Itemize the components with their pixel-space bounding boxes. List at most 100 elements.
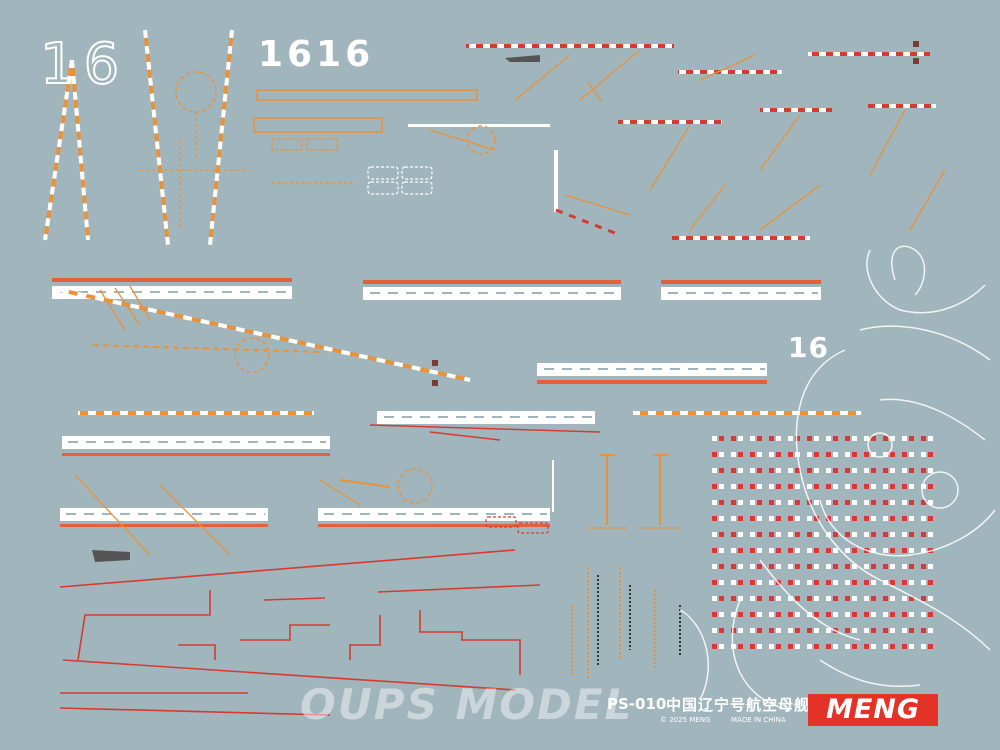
tick-mark xyxy=(719,532,724,537)
tick-mark xyxy=(864,580,869,585)
tick-mark xyxy=(795,436,800,441)
tick-mark xyxy=(731,468,736,473)
tick-mark xyxy=(807,436,812,441)
tick-mark xyxy=(769,564,774,569)
tick-mark xyxy=(776,500,781,505)
tick-mark xyxy=(788,644,793,649)
tick-mark xyxy=(712,644,717,649)
tick-mark xyxy=(788,532,793,537)
tick-mark xyxy=(921,548,926,553)
tick-mark xyxy=(845,580,850,585)
tick-mark xyxy=(738,468,743,473)
tick-mark xyxy=(826,580,831,585)
tick-mark xyxy=(928,628,933,633)
tick-mark xyxy=(795,548,800,553)
tick-mark xyxy=(890,548,895,553)
tick-mark xyxy=(776,644,781,649)
tick-mark xyxy=(738,500,743,505)
tick-mark xyxy=(833,532,838,537)
angled-deck-line xyxy=(59,285,471,386)
tick-mark xyxy=(909,548,914,553)
tick-mark xyxy=(833,612,838,617)
tick-mark xyxy=(795,532,800,537)
tick-mark xyxy=(788,468,793,473)
tick-mark xyxy=(864,468,869,473)
tick-mark xyxy=(738,516,743,521)
tick-mark xyxy=(712,532,717,537)
tick-mark xyxy=(776,516,781,521)
tick-mark xyxy=(890,612,895,617)
tick-mark xyxy=(845,532,850,537)
tick-mark xyxy=(845,484,850,489)
tick-mark xyxy=(928,516,933,521)
tick-mark xyxy=(731,596,736,601)
tick-mark xyxy=(712,436,717,441)
tick-mark xyxy=(807,644,812,649)
tick-mark xyxy=(738,580,743,585)
tick-mark xyxy=(852,468,857,473)
tick-mark xyxy=(795,644,800,649)
tick-mark xyxy=(750,500,755,505)
tick-mark xyxy=(921,628,926,633)
tick-mark xyxy=(902,628,907,633)
tick-mark xyxy=(871,628,876,633)
mascot-outline xyxy=(679,245,996,711)
tick-mark xyxy=(719,548,724,553)
tick-mark xyxy=(814,644,819,649)
tick-mark xyxy=(902,580,907,585)
tick-mark xyxy=(890,596,895,601)
tick-mark xyxy=(712,548,717,553)
tick-mark xyxy=(776,596,781,601)
tick-mark xyxy=(750,628,755,633)
tick-mark xyxy=(845,564,850,569)
tick-mark xyxy=(757,580,762,585)
tick-mark xyxy=(769,580,774,585)
tick-mark xyxy=(719,500,724,505)
tick-mark xyxy=(788,452,793,457)
tick-mark xyxy=(731,628,736,633)
tick-mark xyxy=(883,564,888,569)
tick-mark xyxy=(902,548,907,553)
tick-mark xyxy=(852,644,857,649)
tick-mark xyxy=(757,516,762,521)
tick-mark xyxy=(738,644,743,649)
tick-mark xyxy=(712,612,717,617)
tick-mark xyxy=(826,532,831,537)
runway-strips xyxy=(52,278,861,527)
tick-mark xyxy=(833,548,838,553)
tick-mark xyxy=(807,532,812,537)
tick-mark xyxy=(731,484,736,489)
tick-mark xyxy=(883,612,888,617)
top-right-stripes xyxy=(408,41,946,240)
tick-mark xyxy=(814,564,819,569)
tick-mark xyxy=(807,548,812,553)
tick-mark xyxy=(731,580,736,585)
tick-mark xyxy=(902,516,907,521)
tick-mark xyxy=(776,628,781,633)
tick-mark xyxy=(909,500,914,505)
tick-mark xyxy=(788,564,793,569)
tick-mark xyxy=(750,548,755,553)
tick-mark xyxy=(883,484,888,489)
tick-mark xyxy=(883,500,888,505)
tick-mark xyxy=(769,516,774,521)
tick-mark xyxy=(826,596,831,601)
tick-mark xyxy=(852,484,857,489)
tick-mark xyxy=(738,628,743,633)
tick-mark xyxy=(890,500,895,505)
tick-mark xyxy=(928,612,933,617)
tick-mark xyxy=(814,532,819,537)
tick-mark xyxy=(871,500,876,505)
tick-mark xyxy=(757,468,762,473)
tick-mark xyxy=(852,548,857,553)
tick-mark xyxy=(788,580,793,585)
tick-mark xyxy=(769,484,774,489)
tick-mark xyxy=(731,612,736,617)
tick-mark xyxy=(871,564,876,569)
tick-mark xyxy=(731,500,736,505)
tick-mark xyxy=(795,516,800,521)
tick-mark xyxy=(776,612,781,617)
tick-mark xyxy=(750,580,755,585)
a-frame-stripes xyxy=(43,29,250,246)
